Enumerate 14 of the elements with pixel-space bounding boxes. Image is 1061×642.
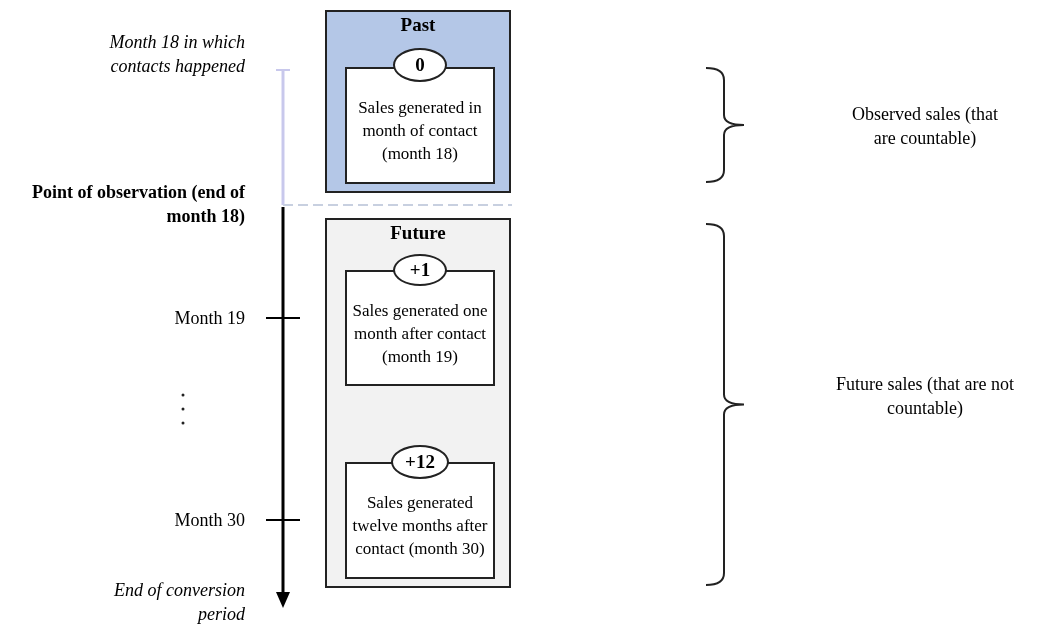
- panel-title: Past: [399, 14, 437, 36]
- month-offset-oval: +1: [393, 254, 447, 286]
- month-offset-oval: +12: [391, 445, 449, 479]
- tick-label: Month 30: [173, 509, 245, 532]
- period-panel: [325, 218, 511, 588]
- bracket-label: Observed sales (that are countable): [851, 103, 999, 150]
- period-panel: [325, 10, 511, 193]
- tick-label: Month 19: [173, 307, 245, 330]
- panel-title: Future: [389, 222, 447, 244]
- bracket-label: Future sales (that are not countable): [835, 373, 1015, 420]
- time-label: Month 18 in which contacts happened: [108, 31, 245, 78]
- time-label: Point of observation (end of month 18): [31, 181, 245, 228]
- time-label: End of conversion period: [113, 579, 245, 626]
- month-offset-oval: 0: [393, 48, 447, 82]
